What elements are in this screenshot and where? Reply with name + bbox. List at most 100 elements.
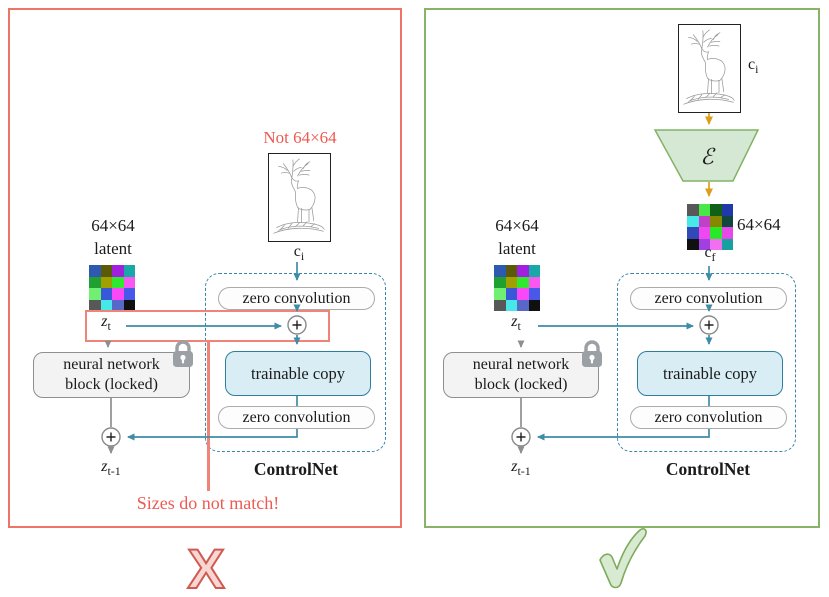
- latent-pixel: [494, 299, 506, 311]
- x-mark-icon: X: [187, 537, 224, 597]
- latent-pixel: [528, 299, 540, 311]
- controlnet-label-right: ControlNet: [665, 459, 751, 479]
- zt1-base: z: [101, 458, 108, 475]
- ci-base: c: [293, 243, 301, 260]
- cf-size-label: 64×64: [737, 215, 781, 234]
- trainable-copy-left: trainable copy: [225, 351, 371, 396]
- latent-pixel: [528, 288, 540, 300]
- latent-pixel: [710, 215, 722, 227]
- latent-pixel: [112, 288, 124, 300]
- latent-pixel: [505, 299, 517, 311]
- condition-image-right: [678, 24, 741, 113]
- latent-pixel: [89, 299, 101, 311]
- latent-pixel: [698, 215, 710, 227]
- latent-size-right: 64×64: [495, 216, 539, 235]
- cf-label: cf: [686, 244, 734, 265]
- ci-sub: i: [755, 62, 759, 77]
- zt-sub: t: [517, 319, 521, 334]
- deer-sketch-icon: [679, 25, 739, 111]
- latent-pixel: [89, 265, 101, 277]
- cf-sub: f: [711, 250, 716, 265]
- latent-pixel: [687, 227, 699, 239]
- latent-pixel: [528, 265, 540, 277]
- nn-block-line2: block (locked): [474, 376, 568, 393]
- latent-pixel: [100, 288, 112, 300]
- latent-pixel: [494, 265, 506, 277]
- latent-pixel: [100, 299, 112, 311]
- zt-sub: t: [107, 319, 111, 334]
- latent-word-right: latent: [498, 239, 536, 258]
- zero-convolution-top-right: zero convolution: [630, 287, 787, 310]
- latent-pixel: [721, 204, 733, 216]
- zt1-base: z: [511, 458, 518, 475]
- nn-block-line1: neural network: [472, 356, 570, 374]
- check-mark-icon: [599, 528, 647, 589]
- latent-pixel: [112, 265, 124, 277]
- latent-pixel: [721, 227, 733, 239]
- condition-image-left: [268, 153, 331, 242]
- latent-pixel: [698, 227, 710, 239]
- zero-convolution-top-left: zero convolution: [218, 287, 375, 310]
- latent-pixel: [528, 276, 540, 288]
- latent-pixel: [123, 276, 135, 288]
- nn-block-left: neural network block (locked): [33, 352, 190, 398]
- latent-word-left: latent: [94, 239, 132, 258]
- latent-pixel: [687, 238, 699, 250]
- zt-minus1-label-right: zt-1: [494, 458, 548, 479]
- latent-pixel: [494, 276, 506, 288]
- ci-base: c: [748, 56, 756, 73]
- trainable-copy-right: trainable copy: [637, 351, 783, 396]
- latent-pixel: [710, 238, 722, 250]
- latent-pixel: [89, 288, 101, 300]
- mismatch-highlight-box: [85, 310, 330, 342]
- deer-sketch-icon: [269, 154, 329, 240]
- latent-pixel: [505, 276, 517, 288]
- zero-convolution-bottom-left: zero convolution: [218, 406, 375, 429]
- controlnet-label-left: ControlNet: [253, 459, 339, 479]
- latent-pixel: [710, 204, 722, 216]
- nn-block-line2: block (locked): [65, 376, 158, 393]
- latent-pixel: [112, 276, 124, 288]
- zt-base: z: [101, 313, 108, 330]
- nn-block-line1: neural network: [63, 356, 160, 374]
- latent-pixel: [698, 238, 710, 250]
- latent-pixel: [517, 265, 529, 277]
- ci-sub: i: [300, 249, 305, 264]
- latent-pixel: [112, 299, 124, 311]
- zero-convolution-bottom-right: zero convolution: [630, 406, 787, 429]
- latent-pixel: [721, 238, 733, 250]
- latent-pixel: [517, 288, 529, 300]
- zt-label-right: zt: [498, 313, 534, 334]
- zt-base: z: [511, 313, 518, 330]
- latent-pixel: [89, 276, 101, 288]
- latent-grid-left: [89, 265, 135, 311]
- nn-block-right: neural network block (locked): [443, 352, 599, 398]
- latent-pixel: [494, 288, 506, 300]
- ci-label-right: ci: [748, 56, 788, 77]
- zt1-sub: t-1: [107, 464, 121, 479]
- latent-pixel: [517, 299, 529, 311]
- latent-pixel: [505, 288, 517, 300]
- latent-pixel: [710, 227, 722, 239]
- sizes-warning: Sizes do not match!: [136, 493, 280, 513]
- zt-minus1-label-left: zt-1: [84, 458, 138, 479]
- latent-pixel: [721, 215, 733, 227]
- latent-pixel: [123, 288, 135, 300]
- latent-grid-right: [494, 265, 540, 311]
- latent-pixel: [698, 204, 710, 216]
- latent-pixel: [687, 215, 699, 227]
- zt1-sub: t-1: [517, 464, 531, 479]
- latent-pixel: [100, 276, 112, 288]
- cf-base: c: [704, 244, 712, 261]
- ci-label-left: ci: [266, 243, 332, 264]
- cf-grid: [687, 204, 733, 250]
- latent-pixel: [517, 276, 529, 288]
- zt-label-left: zt: [88, 313, 124, 334]
- latent-pixel: [100, 265, 112, 277]
- latent-pixel: [123, 265, 135, 277]
- latent-size-left: 64×64: [91, 216, 135, 235]
- latent-pixel: [687, 204, 699, 216]
- latent-pixel: [123, 299, 135, 311]
- latent-pixel: [505, 265, 517, 277]
